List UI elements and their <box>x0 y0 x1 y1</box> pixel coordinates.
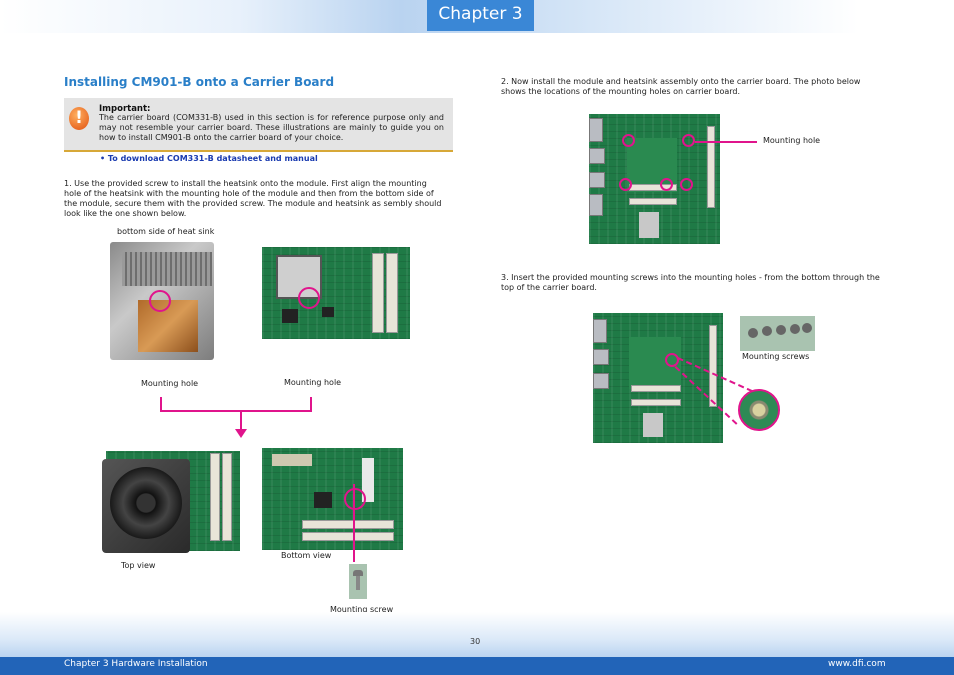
magnified-hole-detail <box>738 389 780 431</box>
carrier-hole-marker <box>660 178 673 191</box>
important-heading: Important: <box>99 104 151 114</box>
label-mounting-screws: Mounting screws <box>742 352 810 361</box>
carrier-hole-marker <box>619 178 632 191</box>
label-mounting-hole-module: Mounting hole <box>284 378 342 387</box>
carrier-hole-marker <box>622 134 635 147</box>
screw-pointer-line <box>353 484 355 562</box>
page-number: 30 <box>470 637 481 646</box>
carrier-hole-marker <box>682 134 695 147</box>
label-mounting-screw: Mounting screw <box>330 605 394 614</box>
heatsink-hole-marker <box>149 290 171 312</box>
label-carrier-mounting-hole: Mounting hole <box>763 136 821 145</box>
connector-line <box>310 397 312 411</box>
important-text: The carrier board (COM331-B) used in thi… <box>99 113 444 142</box>
connector-line <box>160 397 162 411</box>
footer-chapter-title: Chapter 3 Hardware Installation <box>64 659 208 669</box>
mounting-hole-pointer <box>695 141 757 143</box>
important-notice: ! Important: The carrier board (COM331-B… <box>64 98 453 152</box>
step-1-text: 1. Use the provided screw to install the… <box>64 179 442 218</box>
label-bottom-view: Bottom view <box>281 551 332 560</box>
mounting-screw-photo <box>349 564 367 599</box>
mounting-screws-photo <box>740 316 815 351</box>
assembly-bottom-view-photo <box>262 448 403 550</box>
carrier-board-photo-1 <box>589 114 720 244</box>
label-mounting-hole-heatsink: Mounting hole <box>141 379 199 388</box>
bottom-view-hole-marker <box>344 488 366 510</box>
footer-gradient <box>0 612 954 658</box>
step-3-text: 3. Insert the provided mounting screws i… <box>501 273 880 292</box>
warning-icon: ! <box>69 107 89 130</box>
footer-bar <box>0 657 954 675</box>
arrow-shaft <box>240 411 242 429</box>
carrier-board-photo-2 <box>593 313 723 443</box>
step-2-text: 2. Now install the module and heatsink a… <box>501 77 861 96</box>
assembly-top-view-photo <box>98 449 242 559</box>
chapter-tab: Chapter 3 <box>427 0 534 31</box>
label-top-view: Top view <box>121 561 156 570</box>
carrier-hole-marker <box>680 178 693 191</box>
heatsink-bottom-photo <box>100 240 224 364</box>
module-hole-marker <box>298 287 320 309</box>
arrow-down-icon <box>235 429 247 438</box>
module-top-photo <box>262 247 410 339</box>
datasheet-download-link[interactable]: • To download COM331-B datasheet and man… <box>100 154 318 163</box>
label-heatsink-bottom: bottom side of heat sink <box>117 227 215 236</box>
section-title: Installing CM901-B onto a Carrier Board <box>64 75 335 89</box>
footer-website[interactable]: www.dfi.com <box>828 659 886 669</box>
connector-line <box>160 410 312 412</box>
carrier-hole-marker <box>665 353 679 367</box>
